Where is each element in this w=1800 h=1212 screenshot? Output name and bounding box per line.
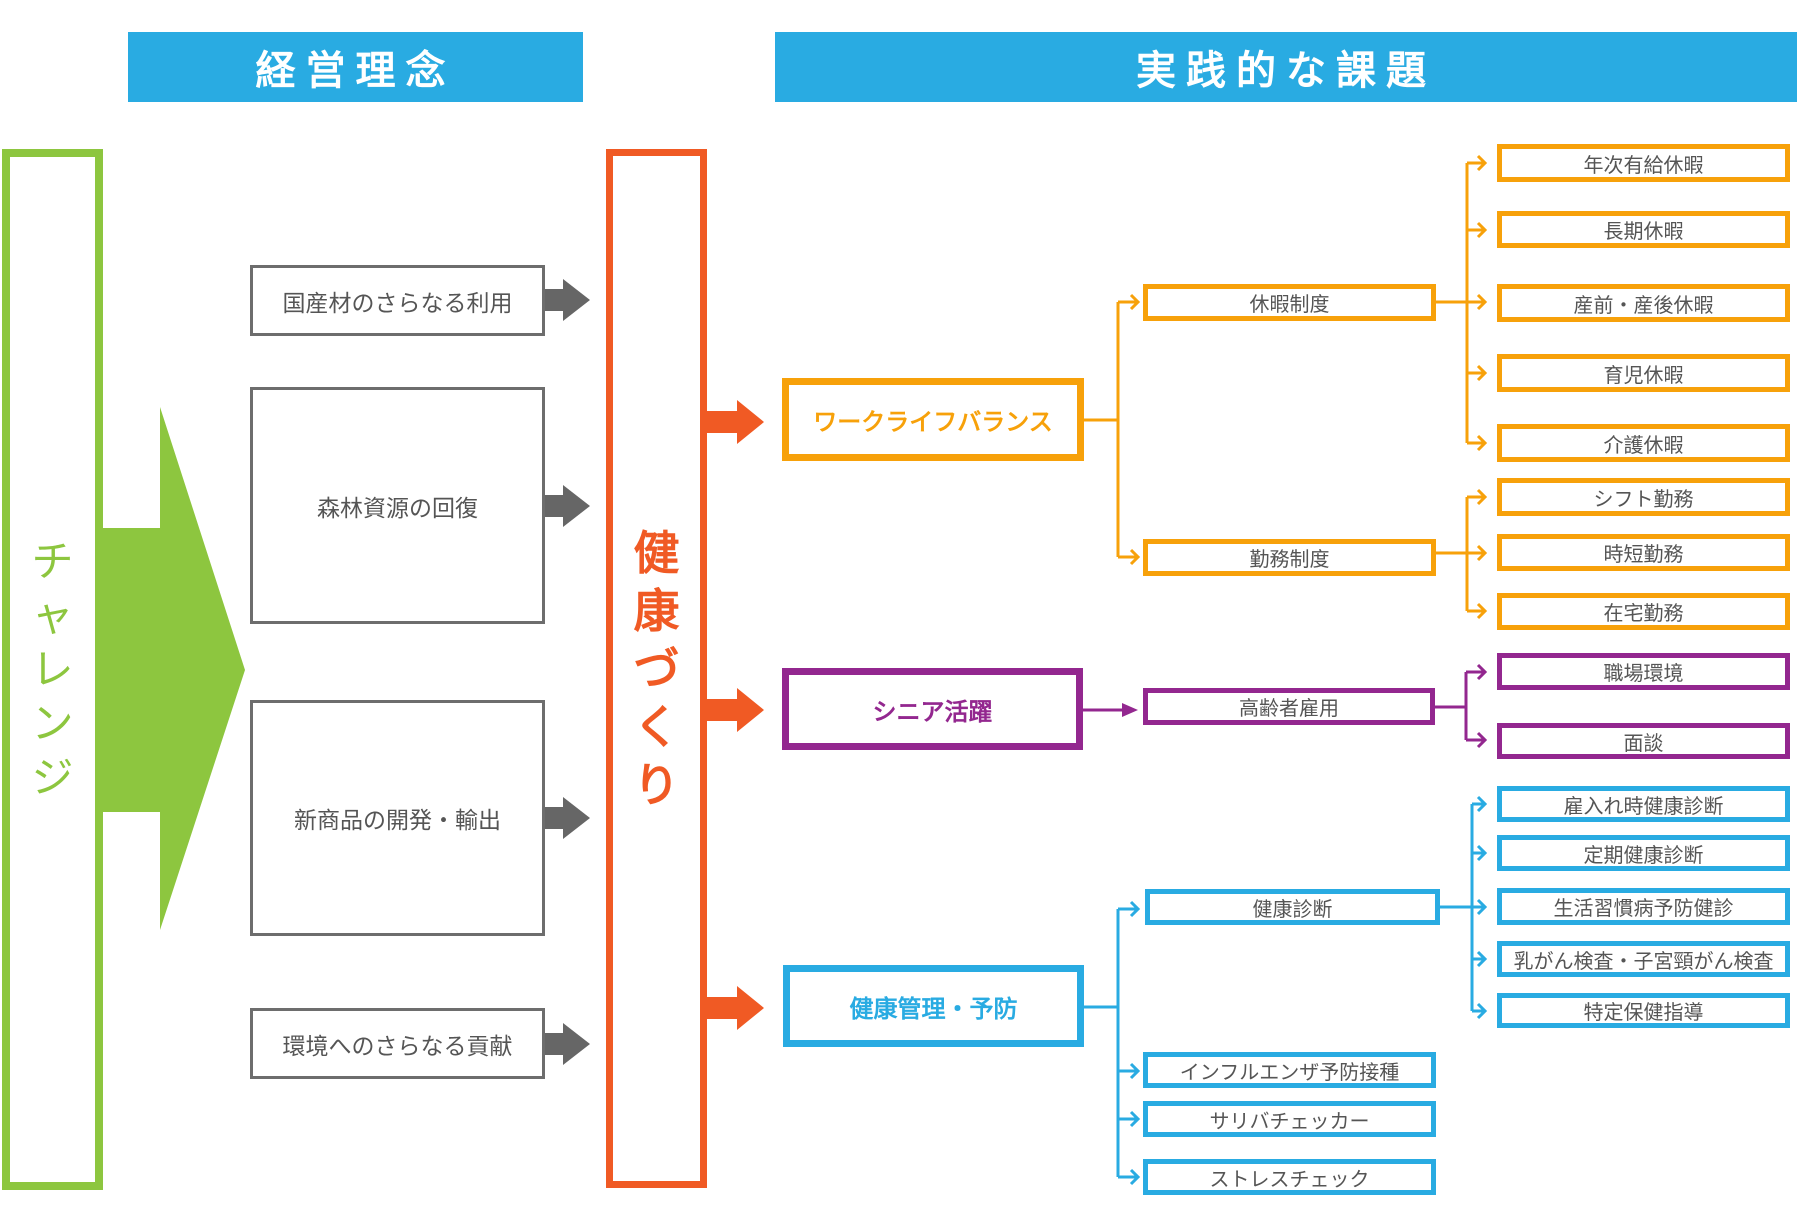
item-annual-paid-leave: 年次有給休暇: [1497, 144, 1790, 182]
category-health-management: 健康管理・予防: [783, 965, 1084, 1047]
health-column: 健康づくり: [606, 149, 707, 1188]
challenge-label-char: レ: [31, 644, 74, 694]
item-long-leave: 長期休暇: [1497, 211, 1790, 248]
health-label-char: 健: [633, 525, 680, 580]
group-leave-system: 休暇制度: [1143, 284, 1436, 321]
item-interview: 面談: [1497, 723, 1790, 759]
gray-arrow-4: [545, 1023, 590, 1065]
item-periodic-health-checkup: 定期健康診断: [1497, 835, 1790, 871]
challenge-label: チャレンジ: [31, 535, 73, 805]
challenge-label-char: ジ: [31, 752, 74, 802]
group-health-checkup: 健康診断: [1145, 889, 1440, 925]
philosophy-item-1: 国産材のさらなる利用: [250, 265, 545, 336]
health-label-char: く: [633, 699, 680, 754]
item-nursing-care-leave: 介護休暇: [1497, 424, 1790, 462]
challenge-big-arrow: [103, 407, 245, 930]
gray-arrows: [545, 279, 590, 1065]
challenge-label-char: ン: [31, 698, 74, 748]
item-specific-health-guidance: 特定保健指導: [1497, 993, 1790, 1028]
header-philosophy: 経営理念: [128, 32, 583, 102]
item-remote-work: 在宅勤務: [1497, 593, 1790, 630]
gray-arrow-1: [545, 279, 590, 321]
item-childcare-leave: 育児休暇: [1497, 354, 1790, 392]
header-challenges: 実践的な課題: [775, 32, 1797, 102]
group-senior-employment: 高齢者雇用: [1143, 688, 1435, 725]
group-work-system: 勤務制度: [1143, 539, 1436, 576]
orange-arrows: [707, 400, 764, 1030]
item-lifestyle-disease-checkup: 生活習慣病予防健診: [1497, 888, 1790, 925]
challenge-label-char: チ: [31, 536, 74, 586]
group-saliva-checker: サリバチェッカー: [1143, 1101, 1436, 1137]
item-short-hours: 時短勤務: [1497, 534, 1790, 571]
orange-arrow-senior: [707, 688, 764, 732]
wlb-connectors: [1084, 154, 1488, 620]
philosophy-item-4: 環境へのさらなる貢献: [250, 1008, 545, 1079]
gray-arrow-2: [545, 485, 590, 527]
group-stress-check: ストレスチェック: [1143, 1159, 1436, 1195]
group-influenza-vaccination: インフルエンザ予防接種: [1143, 1052, 1436, 1088]
philosophy-item-2: 森林資源の回復: [250, 387, 545, 624]
orange-arrow-health: [707, 986, 764, 1030]
health-label: 健康づくり: [634, 524, 680, 814]
category-senior-activity: シニア活躍: [782, 668, 1083, 750]
item-workplace-environment: 職場環境: [1497, 653, 1790, 690]
challenge-column: チャレンジ: [2, 149, 103, 1190]
orange-arrow-wlb: [707, 400, 764, 444]
item-maternity-leave: 産前・産後休暇: [1497, 284, 1790, 322]
item-hiring-health-checkup: 雇入れ時健康診断: [1497, 786, 1790, 822]
item-shift-work: シフト勤務: [1497, 478, 1790, 516]
senior-connectors: [1083, 663, 1488, 749]
gray-arrow-3: [545, 797, 590, 839]
item-cancer-screening: 乳がん検査・子宮頸がん検査: [1497, 941, 1790, 977]
challenge-label-char: ャ: [31, 590, 74, 640]
health-label-char: り: [633, 757, 680, 812]
philosophy-item-3: 新商品の開発・輸出: [250, 700, 545, 936]
category-work-life-balance: ワークライフバランス: [782, 378, 1084, 461]
health-label-char: 康: [633, 583, 680, 638]
health-label-char: づ: [633, 641, 680, 696]
senior-arrow-head: [1122, 703, 1138, 717]
health-connectors: [1084, 795, 1488, 1186]
